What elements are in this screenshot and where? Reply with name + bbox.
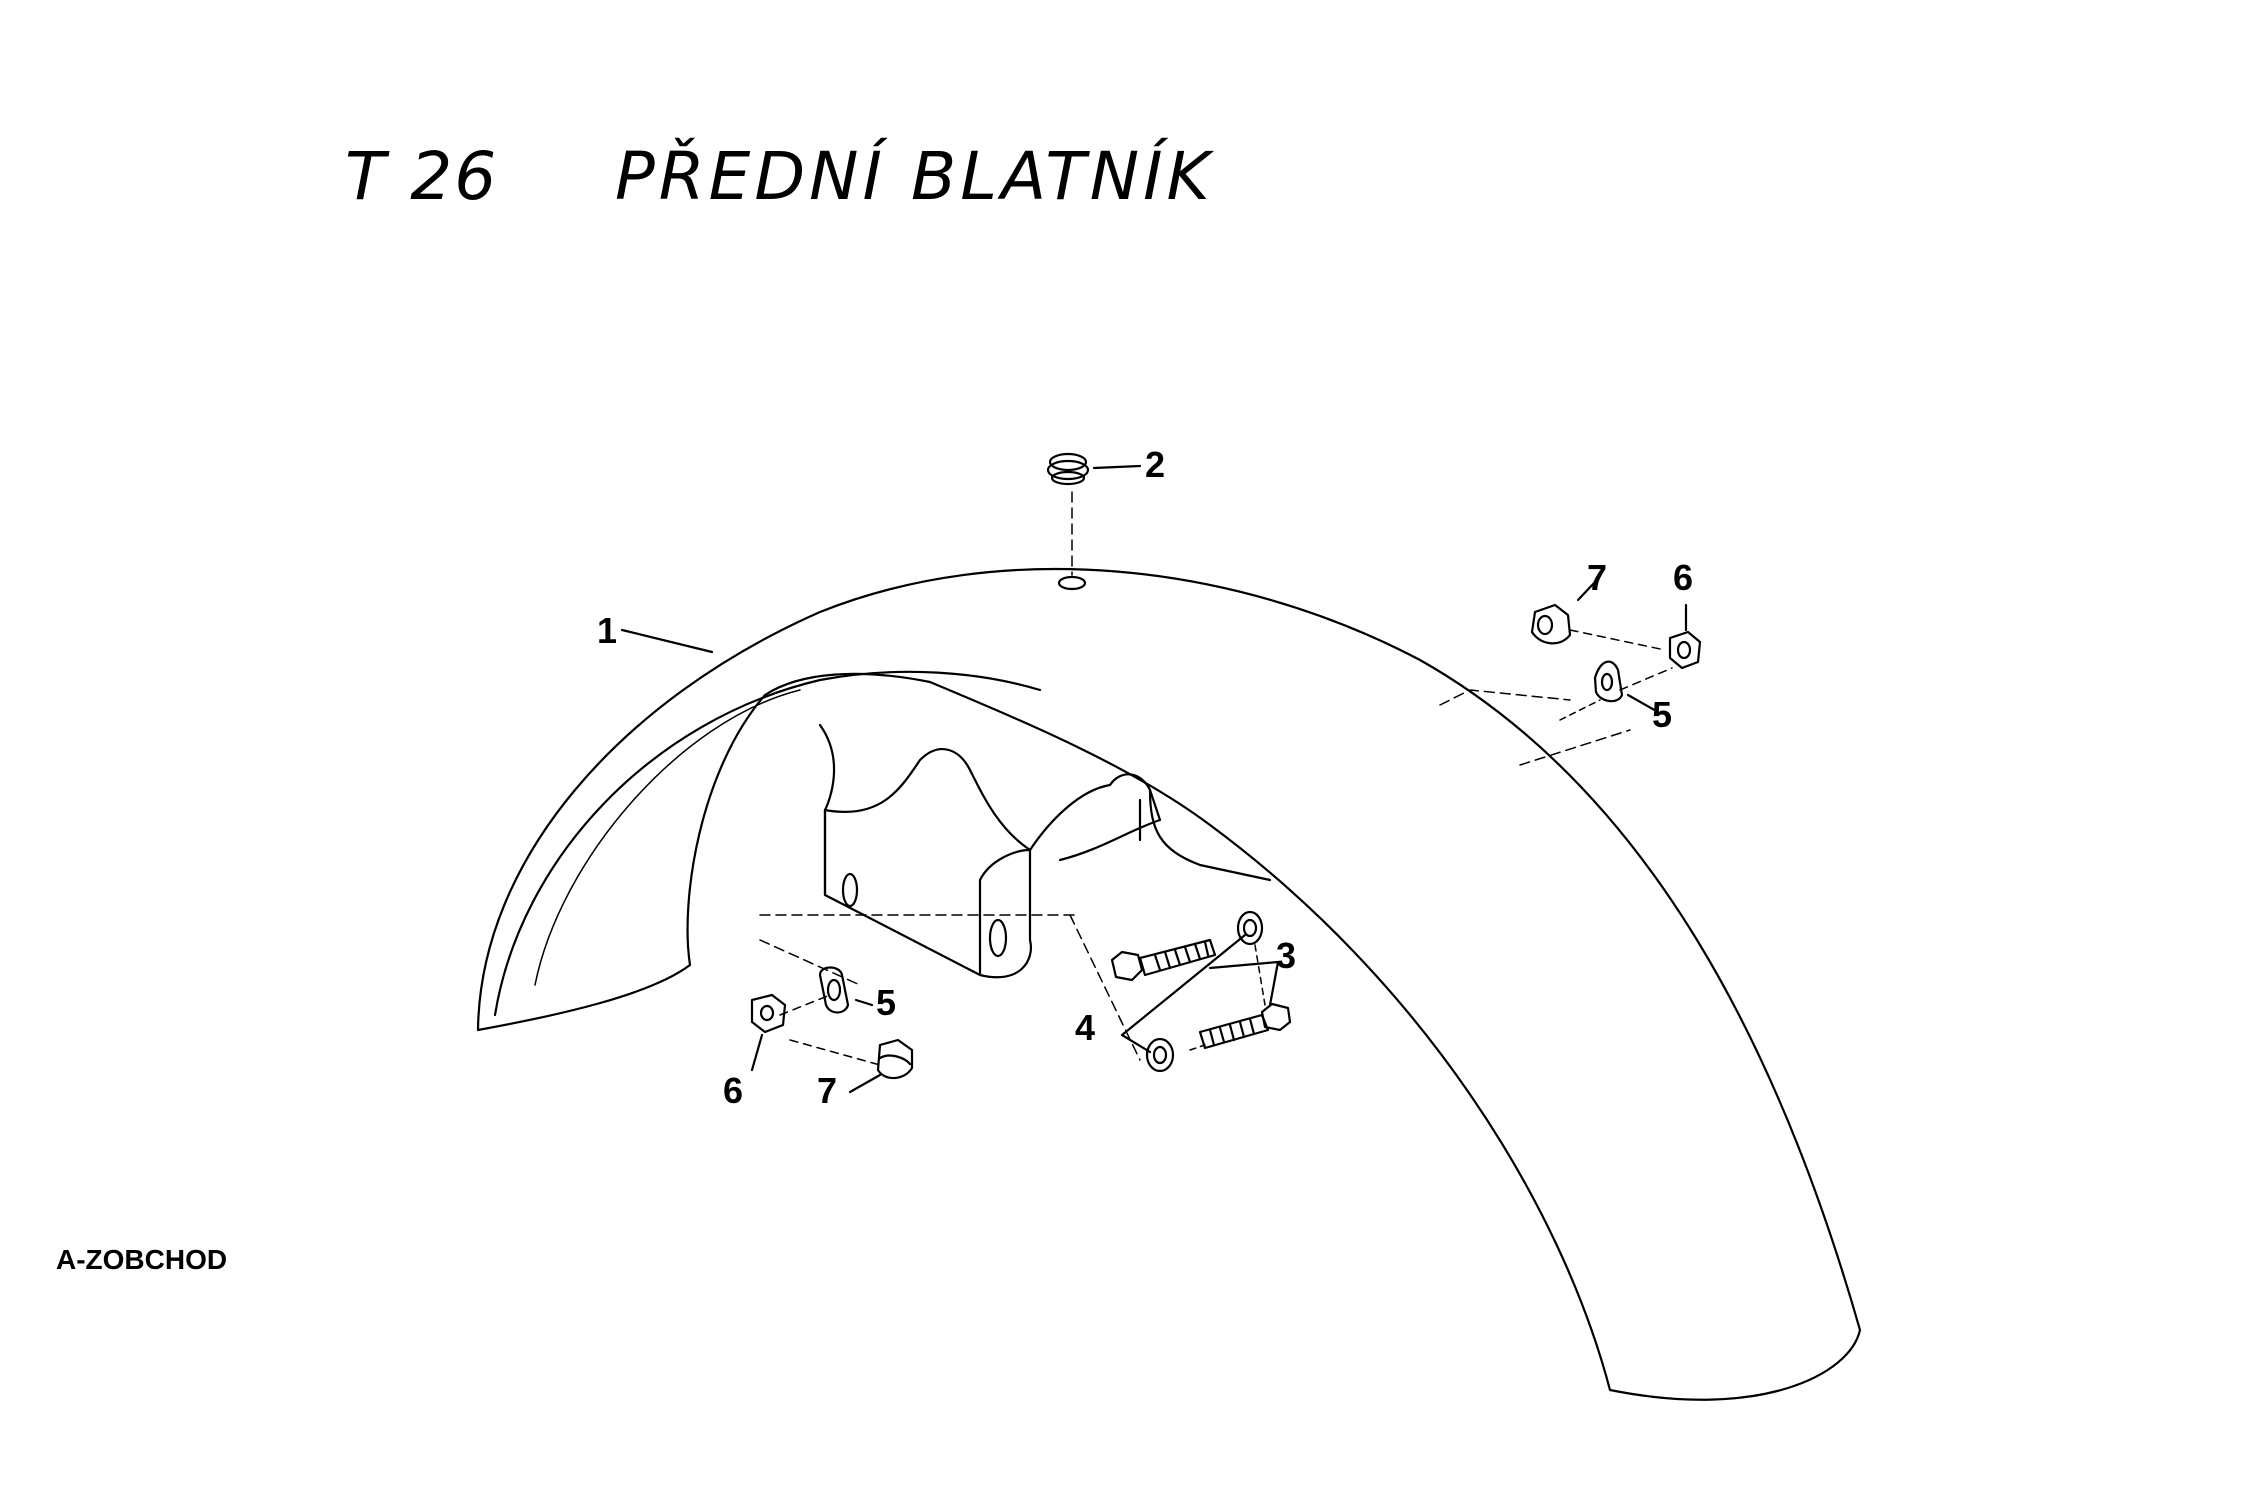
bracket-hole-left (841, 872, 859, 908)
nut-part-6-left (750, 993, 787, 1034)
grommet-part-2 (1046, 452, 1090, 486)
fender-top-hole (1057, 575, 1087, 591)
callout-7-right: 7 (1587, 557, 1607, 598)
callout-6-left: 6 (723, 1070, 743, 1111)
washer-part-4-lower (1145, 1037, 1175, 1073)
washer-part-4-upper (1236, 910, 1264, 946)
watermark-text: A-ZOBCHOD (56, 1244, 228, 1275)
diagram-title: PŘEDNÍ BLATNÍK (615, 138, 1214, 215)
fender-outer-arc (476, 567, 1862, 1401)
washer-part-5-right (1593, 660, 1624, 703)
acorn-nut-part-7-right (1530, 603, 1572, 645)
callout-3: 3 (1276, 935, 1296, 976)
bracket-hole-right (988, 918, 1008, 958)
washer-part-5-left (818, 966, 850, 1014)
callout-5-right: 5 (1652, 694, 1672, 735)
nut-part-6-right (1668, 630, 1702, 670)
bolt-part-3-lower (1198, 1002, 1292, 1050)
callout-4: 4 (1075, 1007, 1095, 1048)
left-bracket (818, 723, 1162, 979)
callout-2: 2 (1145, 444, 1165, 485)
acorn-nut-part-7-left (876, 1038, 914, 1080)
bolt-part-3-upper (1110, 938, 1217, 982)
diagram-code: T 26 (345, 138, 499, 215)
fender-inner-rim (493, 670, 1042, 1017)
callout-6-right: 6 (1673, 557, 1693, 598)
callout-5-left: 5 (876, 982, 896, 1023)
callout-1: 1 (597, 610, 617, 651)
callout-7-left: 7 (817, 1070, 837, 1111)
